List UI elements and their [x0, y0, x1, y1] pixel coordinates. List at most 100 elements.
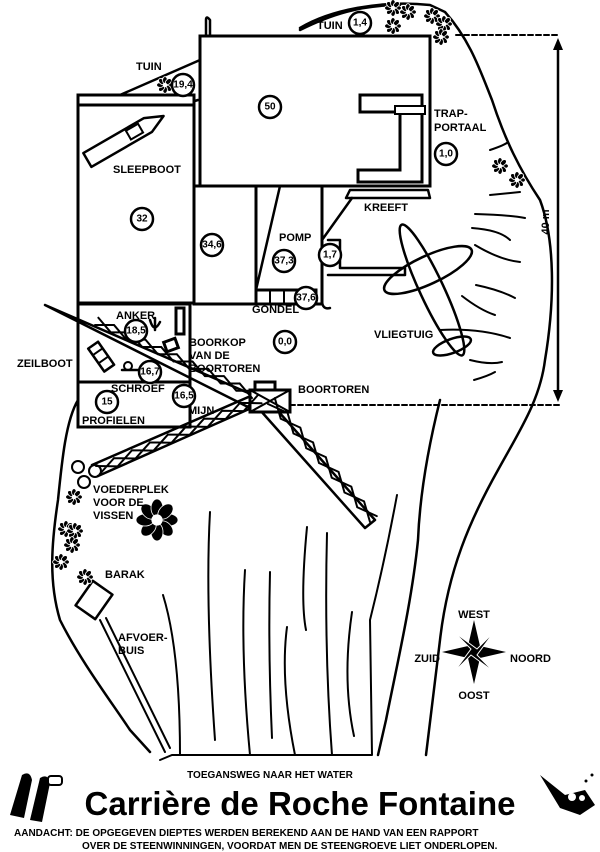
depth-value: 15	[101, 397, 113, 408]
depth-value: 0,0	[278, 337, 292, 348]
bubbles-icon	[71, 460, 102, 489]
depth-marker-room-middle: 34,6	[199, 232, 225, 258]
lattice-brace	[95, 394, 263, 476]
depth-marker-kreeft: 1,7	[317, 242, 343, 268]
depth-circle	[94, 389, 120, 415]
quarry-outline-lower	[376, 398, 442, 757]
tugboat-icon	[82, 114, 165, 169]
lattice-brace	[267, 397, 378, 523]
depth-circle	[170, 72, 196, 98]
label-anker: ANKER	[116, 310, 155, 322]
compass-south: ZUID	[414, 653, 440, 665]
label-voederplek-1: VOEDERPLEK	[93, 484, 169, 496]
label-voederplek-3: VISSEN	[93, 510, 133, 522]
map-title: Carrière de Roche Fontaine	[85, 785, 516, 822]
drill-tower	[43, 303, 377, 530]
bush-icon	[435, 15, 453, 33]
label-vliegtuig: VLIEGTUIG	[374, 329, 433, 341]
sleepboot-building	[76, 103, 196, 305]
garden-bushes	[52, 0, 526, 586]
bush-icon	[65, 488, 83, 506]
bush-icon	[508, 171, 526, 189]
kreeft-shelf	[344, 188, 432, 200]
bush-icon	[432, 28, 450, 46]
depth-circle	[171, 383, 197, 409]
note-line-2: OVER DE STEENWINNINGEN, VOORDAT MEN DE S…	[82, 841, 498, 852]
stair-portal	[356, 93, 424, 184]
depth-circle	[129, 206, 155, 232]
bush-icon	[423, 7, 441, 25]
label-zeilboot: ZEILBOOT	[17, 358, 73, 370]
depth-value: 50	[264, 102, 276, 113]
label-pomp: POMP	[279, 232, 311, 244]
depth-value: 1,7	[323, 250, 337, 261]
barrack	[74, 579, 114, 621]
sailboat-icon	[86, 340, 116, 373]
depth-circle	[137, 359, 163, 385]
depth-value: 1,4	[353, 18, 367, 29]
tuin-slope	[118, 58, 202, 97]
feeding-spot-icon	[135, 498, 179, 542]
depth-circle	[257, 94, 283, 120]
depth-value: 16,7	[140, 367, 160, 378]
label-profielen: PROFIELEN	[82, 415, 145, 427]
scale-label: 40 m	[540, 209, 552, 234]
depth-value: 32	[136, 214, 148, 225]
depth-circle	[317, 242, 343, 268]
bush-icon	[384, 17, 402, 35]
depth-value: 37,3	[274, 256, 294, 267]
stair-steps	[394, 105, 426, 115]
depth-marker-sleepboot: 32	[129, 206, 155, 232]
label-tuin-left: TUIN	[136, 61, 162, 73]
label-schroef: SCHROEF	[111, 383, 165, 395]
label-sleepboot: SLEEPBOOT	[113, 164, 181, 176]
diver-icon	[540, 773, 595, 815]
depth-marker-pomp: 37,3	[271, 248, 297, 274]
depth-marker-main-building: 50	[257, 94, 283, 120]
drill-tower-lattice	[94, 316, 378, 523]
label-boortoren: BOORTOREN	[298, 384, 369, 396]
label-boorkop-1: BOORKOP	[189, 337, 246, 349]
label-mijn: MIJN	[188, 405, 214, 417]
depth-marker-profielen: 15	[94, 389, 120, 415]
compass-west: WEST	[458, 609, 490, 621]
compass-rose-icon	[442, 620, 506, 684]
drain-pipe	[99, 617, 171, 753]
depth-value: 16,5	[174, 391, 194, 402]
depth-marker-gondel: 37,6	[293, 285, 319, 311]
bush-icon	[384, 0, 402, 17]
bush-icon	[399, 3, 417, 21]
label-boorkop-2: VAN DE	[189, 350, 230, 362]
slope-hatching	[439, 213, 526, 381]
depth-value: 1,0	[439, 149, 453, 160]
bush-icon	[52, 553, 70, 571]
boorkop-post	[174, 306, 186, 336]
depth-marker-tuin-top: 1,4	[347, 10, 373, 36]
propeller-icon	[123, 361, 133, 371]
anchor-icon	[148, 316, 162, 332]
pomp-pipe	[320, 184, 332, 310]
label-barak: BARAK	[105, 569, 145, 581]
label-trapportaal-2: PORTAAL	[434, 122, 487, 134]
compass-north: NOORD	[510, 653, 551, 665]
compass-east: OOST	[458, 690, 489, 702]
boorkop	[161, 336, 181, 354]
access-road-label: TOEGANSWEG NAAR HET WATER	[187, 770, 354, 781]
depth-circle	[271, 248, 297, 274]
label-tuin-top: TUIN	[317, 20, 343, 32]
bush-icon	[76, 568, 94, 586]
depth-circle	[433, 141, 459, 167]
depth-circle	[272, 329, 298, 355]
depth-marker-open-water: 0,0	[272, 329, 298, 355]
depth-marker-trapportaal: 1,0	[433, 141, 459, 167]
depth-marker-mijn: 16,5	[171, 383, 197, 409]
label-gondel: GONDEL	[252, 304, 299, 316]
quarry-floor-lines	[159, 494, 398, 761]
depth-value: 34,6	[202, 240, 222, 251]
depth-value: 19,4	[173, 80, 193, 91]
bush-icon	[491, 157, 509, 175]
depth-circle	[199, 232, 225, 258]
depth-circle	[293, 285, 319, 311]
label-boorkop-3: BOORTOREN	[189, 363, 260, 375]
